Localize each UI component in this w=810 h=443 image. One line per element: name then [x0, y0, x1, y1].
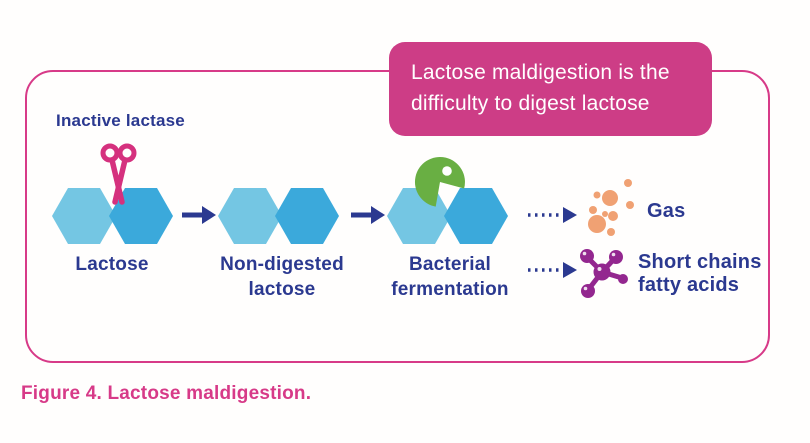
fermentation-hexagons — [387, 188, 508, 244]
non-digested-label: Non-digested lactose — [220, 254, 344, 300]
callout-box: Lactose maldigestion is the difficulty t… — [389, 42, 712, 136]
lactose-label: Lactose — [75, 254, 149, 275]
dotted-arrow-icon — [528, 262, 577, 278]
arrow-icon — [182, 206, 216, 224]
gas-bubbles-icon — [588, 179, 634, 236]
callout-text: Lactose maldigestion is the difficulty t… — [411, 61, 670, 115]
short-chains-fatty-acids-label: Short chains fatty acids — [638, 251, 762, 296]
figure-caption: Figure 4. Lactose maldigestion. — [21, 383, 312, 404]
molecule-icon — [580, 249, 628, 298]
non-digested-hexagons — [218, 188, 339, 244]
bacteria-icon — [414, 156, 465, 207]
scissors-icon — [100, 143, 137, 205]
bacterial-fermentation-label: Bacterial fermentation — [391, 254, 509, 300]
arrow-icon — [351, 206, 385, 224]
hexagon-right — [275, 188, 339, 244]
dotted-arrow-icon — [528, 207, 577, 223]
hexagon-left — [218, 188, 282, 244]
gas-label: Gas — [647, 200, 686, 222]
inactive-lactase-label: Inactive lactase — [56, 111, 185, 130]
